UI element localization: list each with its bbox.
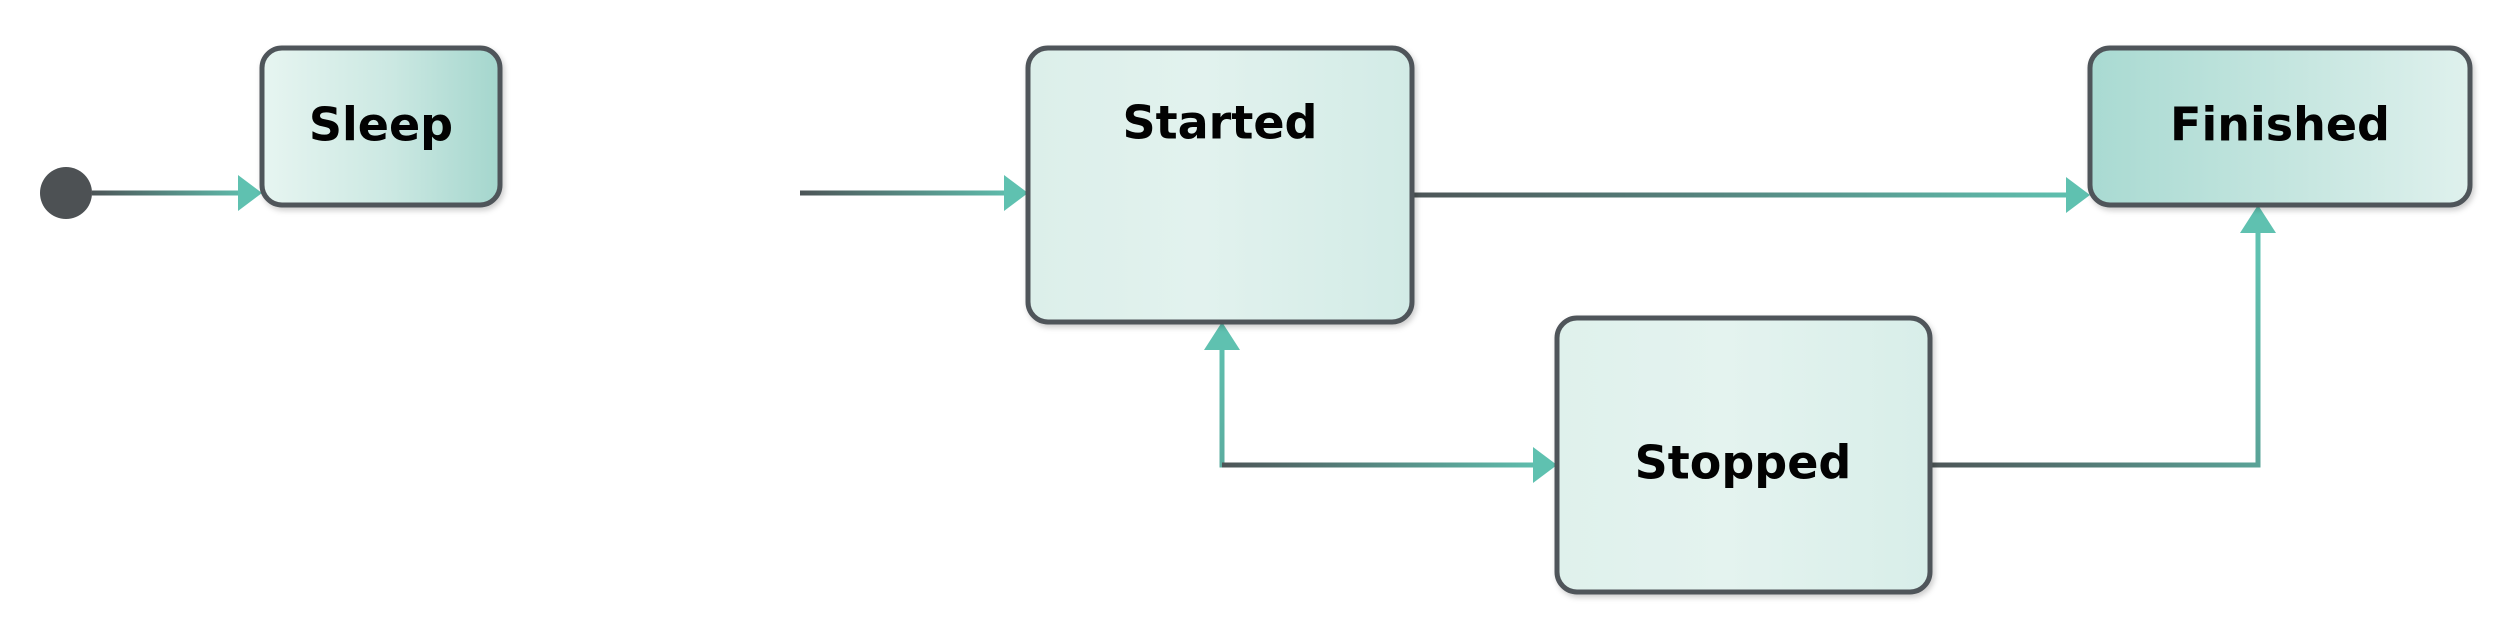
edge-started-to-finished[interactable]: [1412, 177, 2090, 213]
state-label-stopped: Stopped: [1635, 436, 1852, 490]
edge-stopped-to-started[interactable]: [1204, 322, 1520, 468]
state-label-started: Started: [1123, 96, 1318, 150]
state-node-finished[interactable]: Finished: [2087, 45, 2473, 208]
edge-stopped-to-finished[interactable]: [1930, 205, 2276, 468]
edge-sleep-to-started[interactable]: [800, 175, 1028, 211]
state-label-sleep: Sleep: [309, 98, 453, 152]
state-node-started[interactable]: Started: [1025, 45, 1415, 325]
state-label-finished: Finished: [2170, 98, 2390, 152]
edge-start-to-sleep[interactable]: [92, 175, 262, 211]
state-node-sleep[interactable]: Sleep: [259, 45, 503, 208]
state-node-stopped[interactable]: Stopped: [1554, 315, 1933, 595]
edge-started-to-stopped[interactable]: [1222, 447, 1557, 483]
initial-state-node[interactable]: [40, 167, 92, 219]
